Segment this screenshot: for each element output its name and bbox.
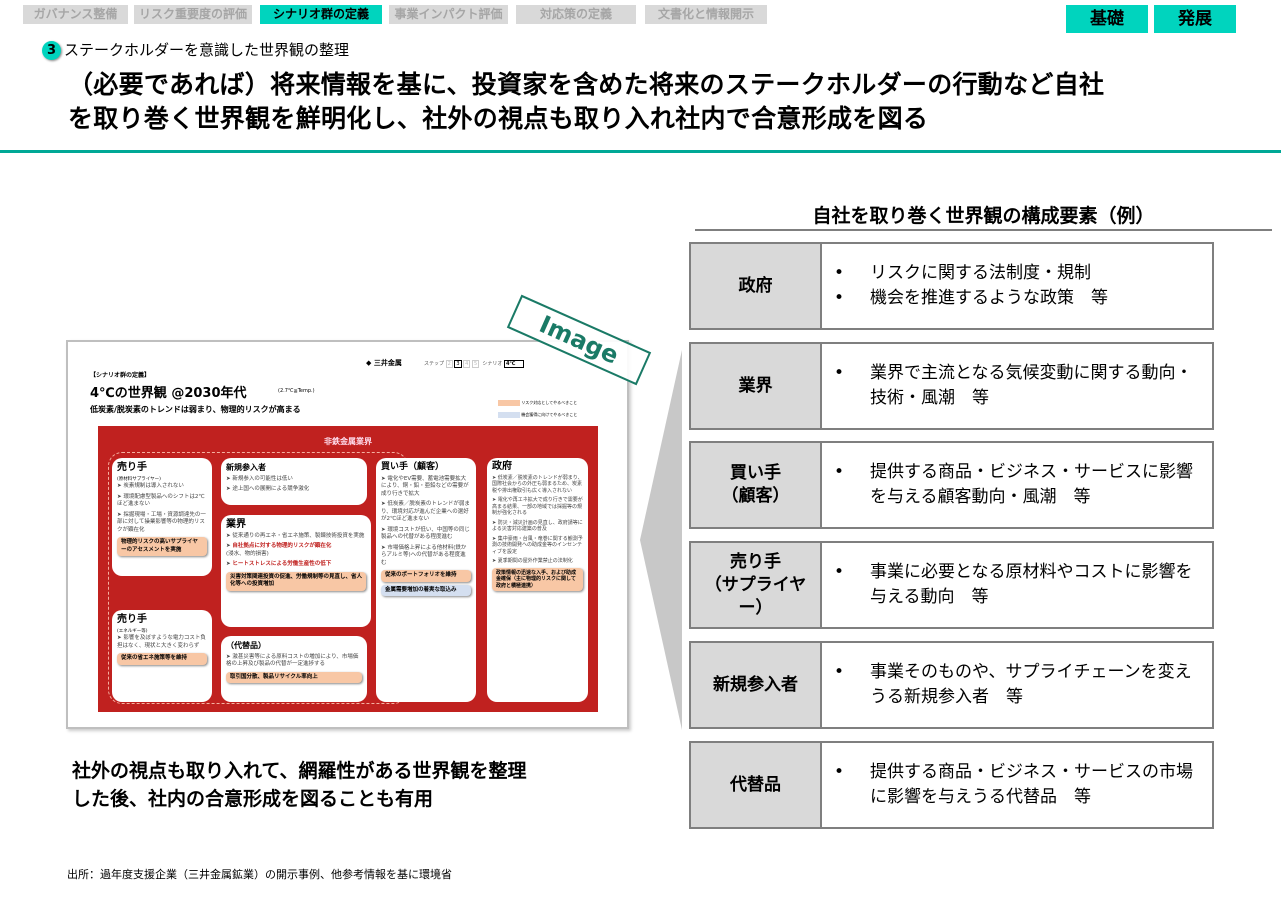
step-number-badge: 3 (42, 41, 61, 60)
table-heading: 自社を取り巻く世界観の構成要素（例） (812, 205, 1155, 227)
caption: 社外の視点も取り入れて、網羅性がある世界観を整理した後、社内の合意形成を図ること… (72, 760, 527, 810)
legend-risk: リスク対応としてやるべきこと (498, 400, 577, 406)
heading-underline (695, 229, 1272, 231)
tab-governance[interactable]: ガバナンス整備 (23, 5, 128, 24)
industry-panel: 非鉄金属業界 売り手(原材料サプライヤー) ➤ 炭素規制は導入されない➤ 環境配… (98, 426, 598, 712)
box-new-entrant: 新規参入者 ➤ 新規参入の可能性は低い➤ 途上国への展開による競争激化 (221, 458, 367, 505)
table-row-substitute: 代替品•提供する商品・ビジネス・サービスの市場に影響を与えうる代替品 等 (689, 741, 1214, 829)
table-row-industry: 業界•業界で主流となる気候変動に関する動向・技術・風潮 等 (689, 342, 1214, 430)
table-row-buyer: 買い手 （顧客）•提供する商品・ビジネス・サービスに影響を与える顧客動向・風潮 … (689, 441, 1214, 529)
legend-opportunity: 機会獲得に向けてやるべきこと (498, 412, 577, 418)
source-note: 出所：過年度支援企業（三井金属鉱業）の開示事例、他参考情報を基に環境省 (67, 868, 452, 881)
section-label: ステークホルダーを意識した世界観の整理 (64, 41, 350, 59)
headline-line-2: を取り巻く世界観を鮮明化し、社外の視点も取り入れ社内で合意形成を図る (68, 104, 929, 133)
box-government: 政府 ➤ 低炭素／脱炭素のトレンドが弱まり、国際社会からの外圧も弱まるため、炭素… (487, 458, 588, 702)
image-tag: 【シナリオ群の定義】 (90, 372, 151, 379)
example-image: 【シナリオ群の定義】 4℃の世界観 @2030年代 (2.7℃≦Temp.) 低… (66, 340, 629, 729)
step-indicator: ステップ 2 3 4 5 シナリオ 4℃ (424, 360, 525, 368)
box-supplier: 売り手(原材料サプライヤー) ➤ 炭素規制は導入されない➤ 環境配慮型製品へのシ… (112, 458, 212, 576)
box-energy: 売り手(エネルギー等) ➤ 影響を及ぼすような電力コスト負担はなく、現状と大きく… (112, 610, 212, 702)
header-divider (0, 150, 1281, 153)
table-row-supplier: 売り手 （サプライヤー）•事業に必要となる原材料やコストに影響を与える動向 等 (689, 541, 1214, 629)
box-industry: 業界 ➤ 従来通りの再エネ・省エネ施策、製錬技術投資を実施➤ 自社拠点に対する物… (221, 515, 371, 627)
level-advanced-button[interactable]: 発展 (1154, 5, 1236, 33)
box-substitute: （代替品） ➤ 激甚災害等による原料コストの増加により、市場価格の上昇及び製品の… (221, 636, 367, 702)
tab-disclosure[interactable]: 文書化と情報開示 (645, 5, 767, 24)
tab-risk-assessment[interactable]: リスク重要度の評価 (134, 5, 252, 24)
company-logo: ◆ 三井金属 (366, 359, 402, 367)
image-title: 4℃の世界観 @2030年代 (90, 386, 247, 401)
image-subtitle: 低炭素/脱炭素のトレンドは弱まり、物理的リスクが高まる (90, 405, 301, 414)
level-basic-button[interactable]: 基礎 (1066, 5, 1148, 33)
tab-countermeasures[interactable]: 対応策の定義 (516, 5, 636, 24)
image-temp: (2.7℃≦Temp.) (278, 388, 315, 394)
table-row-new-entrant: 新規参入者•事業そのものや、サプライチェーンを変えうる新規参入者 等 (689, 641, 1214, 729)
box-buyer: 買い手（顧客） ➤ 電化やEV需要、蓄電池需要拡大により、銅・鉛・亜鉛などの需要… (376, 458, 476, 702)
tab-scenario-definition[interactable]: シナリオ群の定義 (260, 5, 382, 24)
tab-business-impact[interactable]: 事業インパクト評価 (389, 5, 508, 24)
headline-line-1: （必要であれば）将来情報を基に、投資家を含めた将来のステークホルダーの行動など自… (68, 70, 1105, 99)
connector-wedge (640, 350, 682, 730)
table-row-government: 政府•リスクに関する法制度・規制•機会を推進するような政策 等 (689, 242, 1214, 330)
